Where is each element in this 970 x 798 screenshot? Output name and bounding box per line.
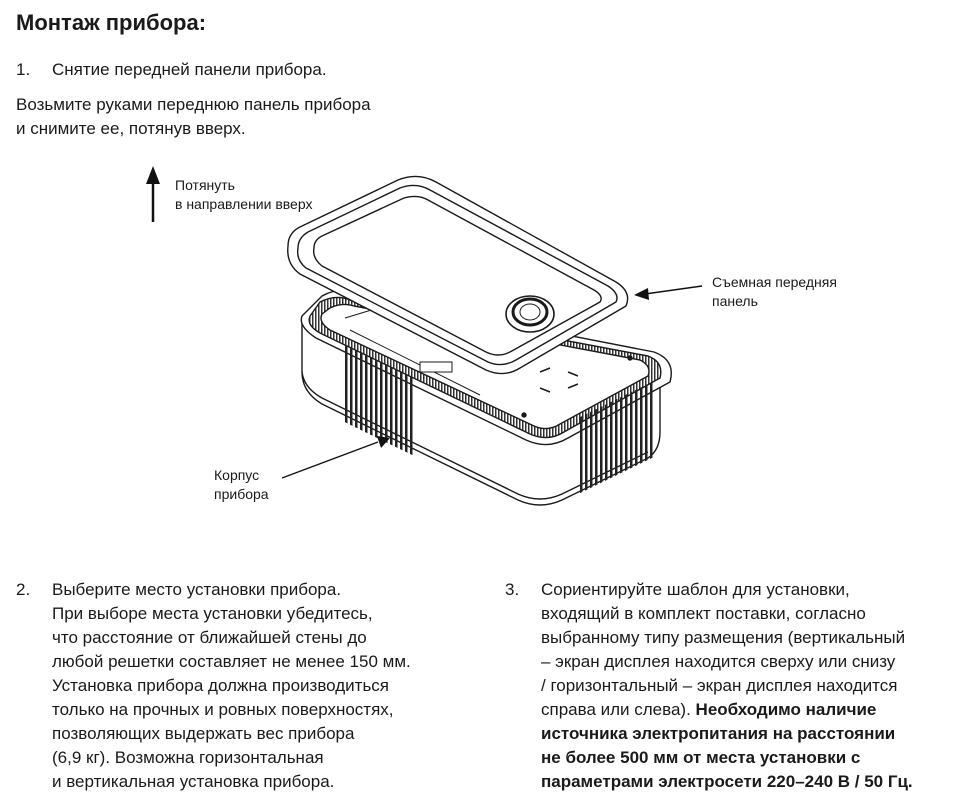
body-pointer-arrow-icon — [281, 436, 390, 479]
step-1-heading: 1. Снятие передней панели прибора. — [16, 60, 327, 80]
body-label-line: прибора — [214, 486, 269, 502]
pull-label-line: в направлении вверх — [175, 196, 313, 212]
step-3-line-normal: справа или слева). — [541, 700, 696, 719]
panel-label-line: панель — [712, 293, 758, 309]
body-label-line: Корпус — [214, 467, 260, 483]
step-3-line: / горизонтальный – экран дисплея находит… — [541, 676, 898, 695]
step-3-line: выбранному типу размещения (вертикальный — [541, 628, 906, 647]
panel-label-line: Съемная передняя — [712, 274, 837, 290]
panel-label: Съемная передняя панель — [712, 273, 837, 311]
step-2-line: Выберите место установки прибора. — [52, 580, 342, 599]
step-2-line: только на прочных и ровных поверхностях, — [52, 700, 394, 719]
step-1-paragraph: Возьмите руками переднюю панель прибора … — [16, 93, 371, 141]
step-3-mixed-line: справа или слева). Необходимо наличие — [541, 698, 913, 722]
step-3-bold-line: источника электропитания на расстоянии — [541, 724, 896, 743]
step-3-text: Сориентируйте шаблон для установки, вход… — [541, 578, 913, 794]
step-1-text: Снятие передней панели прибора. — [52, 60, 327, 79]
device-illustration — [146, 166, 703, 506]
step-3-number: 3. — [505, 580, 520, 599]
step-2-line: При выборе места установки убедитесь, — [52, 604, 373, 623]
step-3-line: Сориентируйте шаблон для установки, — [541, 580, 850, 599]
pull-up-arrow-icon — [146, 166, 160, 222]
step-1-number: 1. — [16, 60, 31, 79]
pull-label: Потянуть в направлении вверх — [175, 176, 312, 214]
step-2-line: любой решетки составляет не менее 150 мм… — [52, 652, 411, 671]
step-2-line: (6,9 кг). Возможна горизонтальная — [52, 748, 324, 767]
step-1-paragraph-line: Возьмите руками переднюю панель прибора — [16, 95, 371, 114]
step-3-bold-line: не более 500 мм от места установки с — [541, 748, 861, 767]
panel-pointer-arrow-icon — [634, 285, 703, 300]
step-2-line: Установка прибора должна производиться — [52, 676, 390, 695]
step-1-paragraph-line: и снимите ее, потянув вверх. — [16, 119, 246, 138]
body-label: Корпус прибора — [214, 466, 269, 504]
page-title: Монтаж прибора: — [16, 10, 207, 35]
front-panel — [287, 175, 629, 375]
step-2-line: и вертикальная установка прибора. — [52, 772, 335, 791]
step-3-line-bold: Необходимо наличие — [695, 700, 877, 719]
step-3-line: – экран дисплея находится сверху или сни… — [541, 652, 896, 671]
step-2-number: 2. — [16, 580, 31, 599]
step-3-line: входящий в комплект поставки, согласно — [541, 604, 866, 623]
step-2-line: что расстояние от ближайшей стены до — [52, 628, 367, 647]
step-2-line: позволяющих выдержать вес прибора — [52, 724, 355, 743]
step-3-bold-line: параметрами электросети 220–240 В / 50 Г… — [541, 772, 913, 791]
pull-label-line: Потянуть — [175, 177, 235, 193]
step-2-text: Выберите место установки прибора. При вы… — [52, 578, 411, 794]
